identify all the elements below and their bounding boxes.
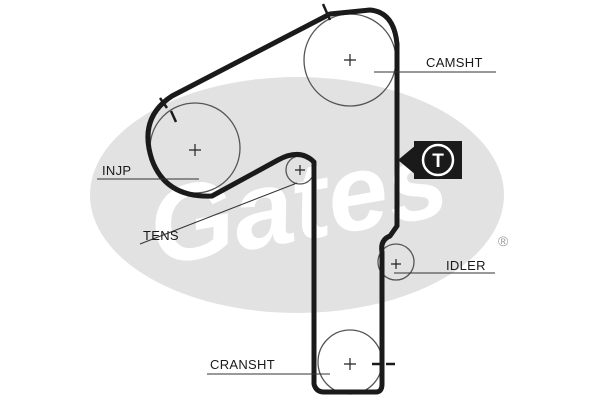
leader-lines xyxy=(97,71,496,375)
camshaft-label: CAMSHT xyxy=(426,55,483,70)
timing-marks xyxy=(158,3,395,366)
injection-pump-label: INJP xyxy=(102,163,131,178)
registered-mark: ® xyxy=(498,233,509,249)
idler-pulley xyxy=(377,243,415,281)
gates-watermark: Gates ® xyxy=(90,77,509,313)
tensioner-label: TENS xyxy=(143,228,179,243)
tensioner-marker-icon: T xyxy=(398,141,462,179)
crankshaft-label: CRANSHT xyxy=(210,357,275,372)
timing-belt xyxy=(145,7,400,395)
tensioner-symbol-letter: T xyxy=(432,151,444,172)
idler-label: IDLER xyxy=(446,258,486,273)
crankshaft-pulley xyxy=(317,329,383,395)
